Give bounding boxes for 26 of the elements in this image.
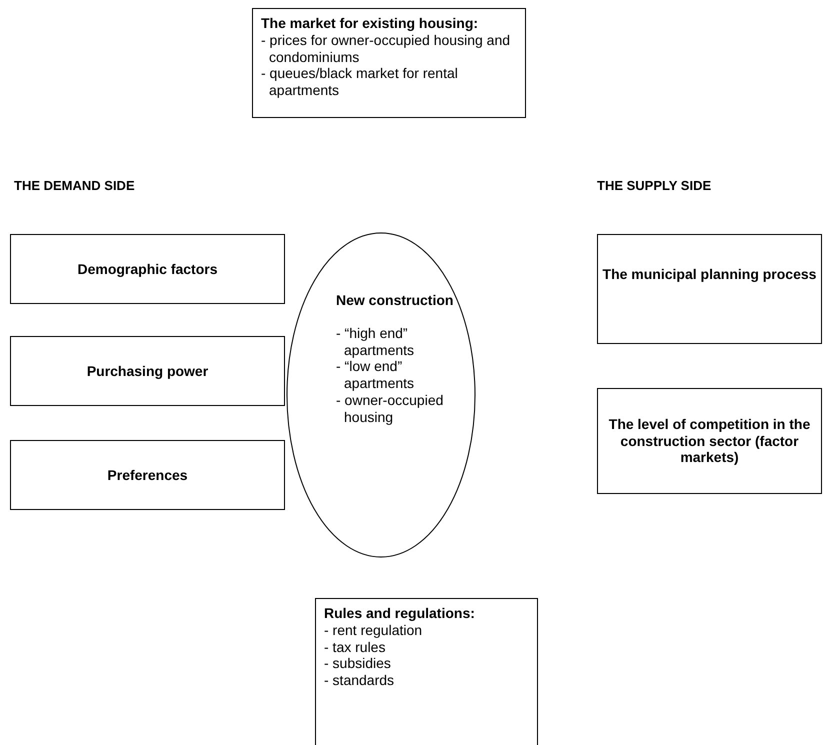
bullet-item: - queues/black market for rental apartments <box>261 65 459 99</box>
factor-box <box>597 234 822 344</box>
bullet-item: - subsidies <box>324 655 392 672</box>
box-heading: The market for existing housing: <box>261 15 480 32</box>
bullet-item: - owner-occupied housing <box>336 392 444 426</box>
box-heading: Rules and regulations: <box>324 605 476 622</box>
bullet-item: - tax rules <box>324 638 386 656</box>
factor-label: Purchasing power <box>86 362 208 380</box>
factor-label: The municipal planning process <box>602 266 816 282</box>
factor-label: The level of competition in the construction sector (factor markets) <box>608 416 812 466</box>
info-box <box>315 598 538 745</box>
bullet-item: - “high end” apartments <box>336 324 416 358</box>
side-heading: THE SUPPLY SIDE <box>597 178 712 193</box>
side-heading: THE DEMAND SIDE <box>14 178 135 193</box>
factor-label: Preferences <box>107 466 188 484</box>
bullet-item: - “low end” apartments <box>336 358 416 392</box>
factor-label: Demographic factors <box>77 260 218 278</box>
factor-box <box>10 336 285 406</box>
factor-box <box>597 388 822 494</box>
box-heading: New construction <box>336 292 454 309</box>
bullet-item: - rent regulation <box>324 622 424 639</box>
bullet-item: - prices for owner-occupied housing and condominiums <box>261 32 512 66</box>
factor-box <box>10 234 285 304</box>
bullet-item: - standards <box>324 672 396 689</box>
info-box <box>252 8 526 118</box>
factor-box <box>10 440 285 510</box>
